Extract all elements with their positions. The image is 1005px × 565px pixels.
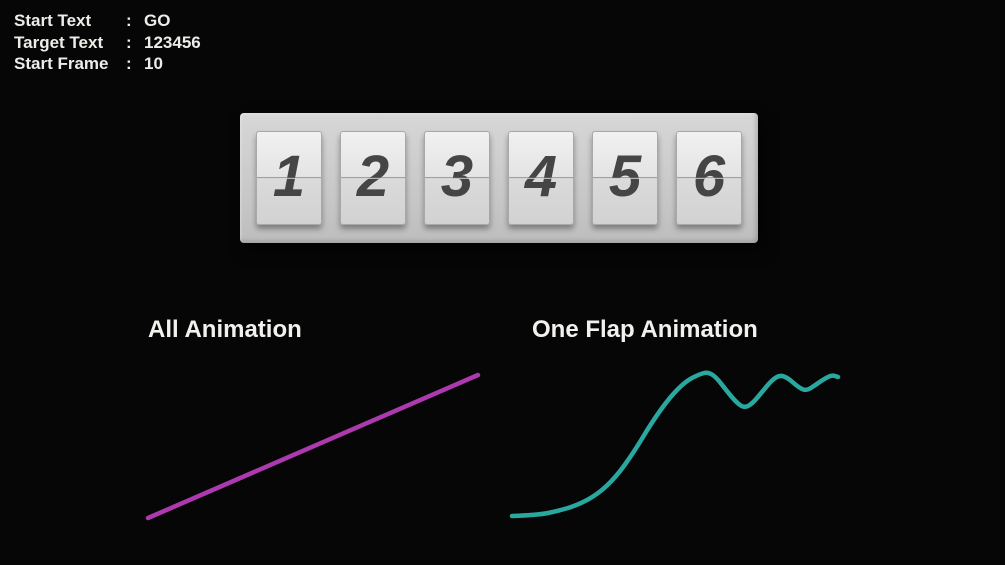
one-flap-animation-curve [509,370,841,519]
flap-digit: 5 [608,143,642,209]
flap-split-line [677,177,741,179]
info-value: 10 [144,54,163,73]
section-title-all-animation: All Animation [148,316,302,343]
section-title-one-flap-animation: One Flap Animation [532,316,758,343]
flap-card: 1 [256,131,322,225]
info-separator: : [126,11,132,30]
all-animation-curve [145,372,481,521]
flap-digit: 3 [440,143,474,209]
flap-digit: 1 [272,143,306,209]
flap-digit: 6 [692,143,726,209]
info-label: Start Frame [14,54,109,73]
flap-card: 6 [676,131,742,225]
flap-card: 5 [592,131,658,225]
flap-card: 3 [424,131,490,225]
flap-digit: 4 [524,143,558,209]
info-value: GO [144,11,171,30]
flap-display-panel: 1 2 3 4 5 6 [240,113,758,243]
flap-card: 2 [340,131,406,225]
info-separator: : [126,54,132,73]
info-separator: : [126,32,132,52]
flap-split-line [257,177,321,179]
info-label: Start Text [14,11,92,30]
flap-split-line [425,177,489,179]
flap-split-line [341,177,405,179]
flap-split-line [593,177,657,179]
info-value: 123456 [144,32,201,52]
flap-split-line [509,177,573,179]
info-label: Target Text [14,32,104,52]
info-panel: Start Text : GO Target Text : 123456 Sta… [14,10,201,75]
flap-card: 4 [508,131,574,225]
flap-digit: 2 [356,143,390,209]
